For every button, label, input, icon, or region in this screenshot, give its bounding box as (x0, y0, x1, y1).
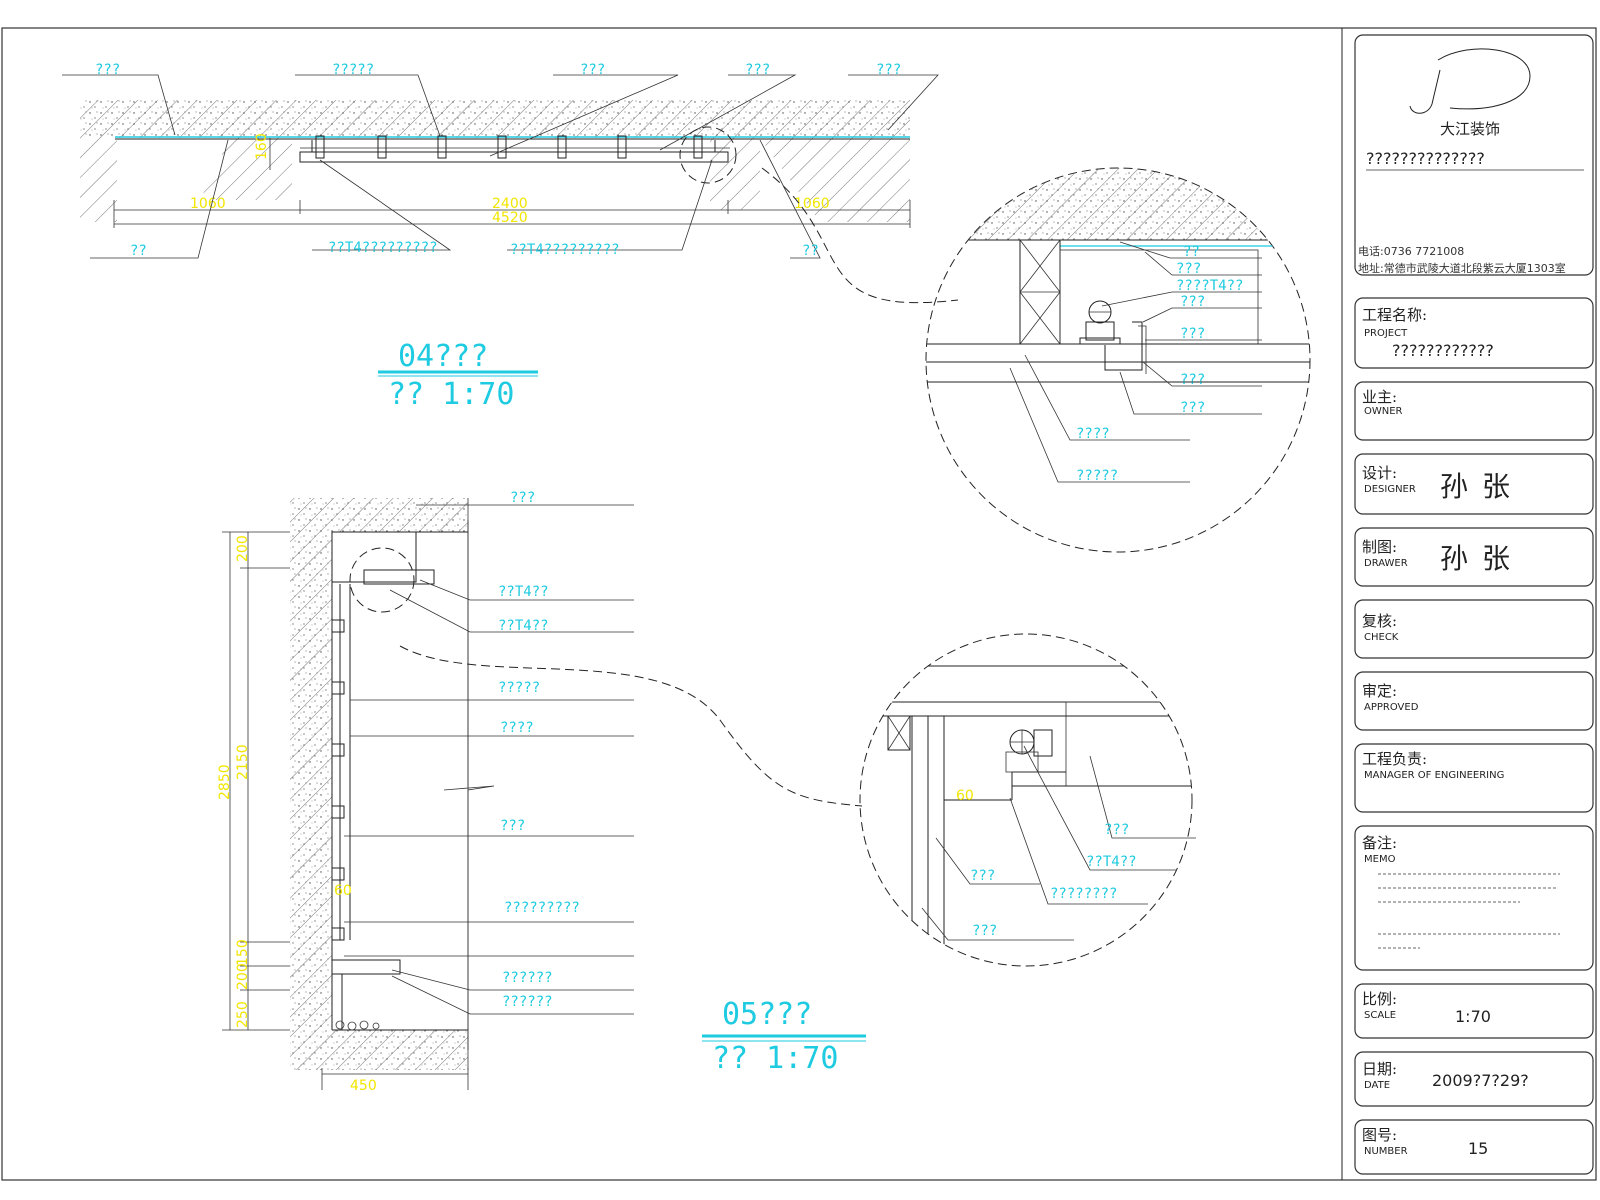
designer-label-cn: 设计: (1362, 464, 1397, 482)
scale-label-en: SCALE (1364, 1010, 1396, 1021)
dim-60: 60 (334, 883, 352, 899)
dim-450: 450 (350, 1078, 377, 1094)
detail-2-dim-60: 60 (956, 788, 974, 804)
detail-1-label-6: ??? (1180, 372, 1205, 388)
memo-label-cn: 备注: (1362, 834, 1397, 852)
section-05-scale: ?? 1:70 (712, 1041, 838, 1076)
section-05-title: 05??? (722, 997, 812, 1032)
label-bottom-1: ?? (130, 243, 147, 259)
company-name: ?????????????? (1366, 149, 1485, 168)
number-label-en: NUMBER (1364, 1146, 1408, 1157)
section-04: 1060 2400 4520 1060 160 ??? ????? ??? ??… (62, 62, 959, 412)
label-bottom-4: ?? (802, 243, 819, 259)
label-bottom-2: ??T4????????? (328, 240, 438, 256)
manager-label-cn: 工程负责: (1362, 750, 1427, 768)
company-phone: 电话:0736 7721008 (1358, 245, 1464, 258)
dim-2150: 2150 (235, 744, 251, 780)
project-label-cn: 工程名称: (1362, 306, 1427, 324)
logo-text: 大江装饰 (1440, 120, 1500, 138)
approved-label-cn: 审定: (1362, 682, 1397, 700)
detail-2-label-4: ???????? (1050, 886, 1117, 902)
detail-1-label-4: ??? (1180, 294, 1205, 310)
drawing-border (1, 27, 1597, 1181)
dim-150: 150 (235, 939, 251, 966)
date-label-cn: 日期: (1362, 1060, 1397, 1078)
label-top-1: ??? (95, 62, 120, 78)
section-04-title: 04??? (398, 339, 488, 374)
detail-2-label-3: ??? (970, 868, 995, 884)
drawer-value: 孙张 (1440, 542, 1524, 575)
section-05: 200 2150 2850 60 250 200 150 450 ??? ??T… (217, 490, 866, 1094)
designer-value: 孙张 (1440, 470, 1524, 503)
manager-label-en: MANAGER OF ENGINEERING (1364, 770, 1504, 781)
dim-250: 250 (235, 1001, 251, 1028)
label-05-6: ??? (500, 818, 525, 834)
owner-label-en: OWNER (1364, 406, 1403, 417)
date-label-en: DATE (1364, 1080, 1390, 1091)
label-top-5: ??? (876, 62, 901, 78)
project-value: ???????????? (1392, 341, 1494, 360)
dim-2850: 2850 (217, 764, 233, 800)
dim-160: 160 (254, 133, 270, 160)
project-label-en: PROJECT (1364, 328, 1408, 339)
label-top-3: ??? (580, 62, 605, 78)
scale-value: 1:70 (1455, 1007, 1491, 1026)
label-05-1: ??? (510, 490, 535, 506)
dim-200-b: 200 (235, 963, 251, 990)
section-04-scale: ?? 1:70 (388, 377, 514, 412)
label-05-3: ??T4?? (498, 618, 549, 634)
label-05-9: ?????? (502, 994, 553, 1010)
memo-notes (1378, 873, 1560, 949)
number-value: 15 (1468, 1139, 1488, 1158)
check-label-cn: 复核: (1362, 612, 1397, 630)
dim-4520: 4520 (492, 210, 528, 226)
date-value: 2009?7?29? (1432, 1071, 1529, 1090)
detail-2-label-1: ??? (1104, 822, 1129, 838)
drawer-label-cn: 制图: (1362, 538, 1397, 556)
label-top-2: ????? (332, 62, 374, 78)
title-block: 大江装饰 ?????????????? 电话:0736 7721008 地址:常… (1354, 34, 1594, 1175)
label-05-5: ???? (500, 720, 534, 736)
detail-1-label-3: ????T4?? (1176, 278, 1243, 294)
dim-200: 200 (235, 535, 251, 562)
detail-2-label-5: ??? (972, 923, 997, 939)
detail-1-label-5: ??? (1180, 326, 1205, 342)
check-label-en: CHECK (1364, 632, 1399, 643)
drawer-label-en: DRAWER (1364, 558, 1408, 569)
label-05-8: ?????? (502, 970, 553, 986)
company-logo: 大江装饰 (1409, 48, 1531, 138)
label-05-2: ??T4?? (498, 584, 549, 600)
designer-label-en: DESIGNER (1364, 484, 1416, 495)
detail-circle-1: ?? ??? ????T4?? ??? ??? ??? ??? ???? ???… (925, 167, 1311, 553)
dim-1060-right: 1060 (794, 196, 830, 212)
label-bottom-3: ??T4????????? (510, 242, 620, 258)
detail-2-outline (859, 633, 1193, 967)
dim-2400: 2400 (492, 196, 528, 212)
owner-label-cn: 业主: (1362, 388, 1397, 406)
detail-1-label-9: ????? (1076, 468, 1118, 484)
detail-1-label-2: ??? (1176, 261, 1201, 277)
memo-label-en: MEMO (1364, 854, 1396, 865)
scale-label-cn: 比例: (1362, 990, 1397, 1008)
detail-1-label-1: ?? (1183, 244, 1200, 260)
company-address: 地址:常德市武陵大道北段紫云大厦1303室 (1358, 261, 1566, 275)
approved-label-en: APPROVED (1364, 702, 1419, 713)
detail-1-label-8: ???? (1076, 426, 1110, 442)
label-05-4: ????? (498, 680, 540, 696)
label-05-7: ????????? (504, 900, 580, 916)
detail-1-label-7: ??? (1180, 400, 1205, 416)
detail-circle-2: 60 ??? ??T4?? ??? ???????? ??? (859, 633, 1196, 967)
label-top-4: ??? (745, 62, 770, 78)
detail-2-label-2: ??T4?? (1086, 854, 1137, 870)
number-label-cn: 图号: (1362, 1126, 1397, 1144)
dim-1060-left: 1060 (190, 196, 226, 212)
